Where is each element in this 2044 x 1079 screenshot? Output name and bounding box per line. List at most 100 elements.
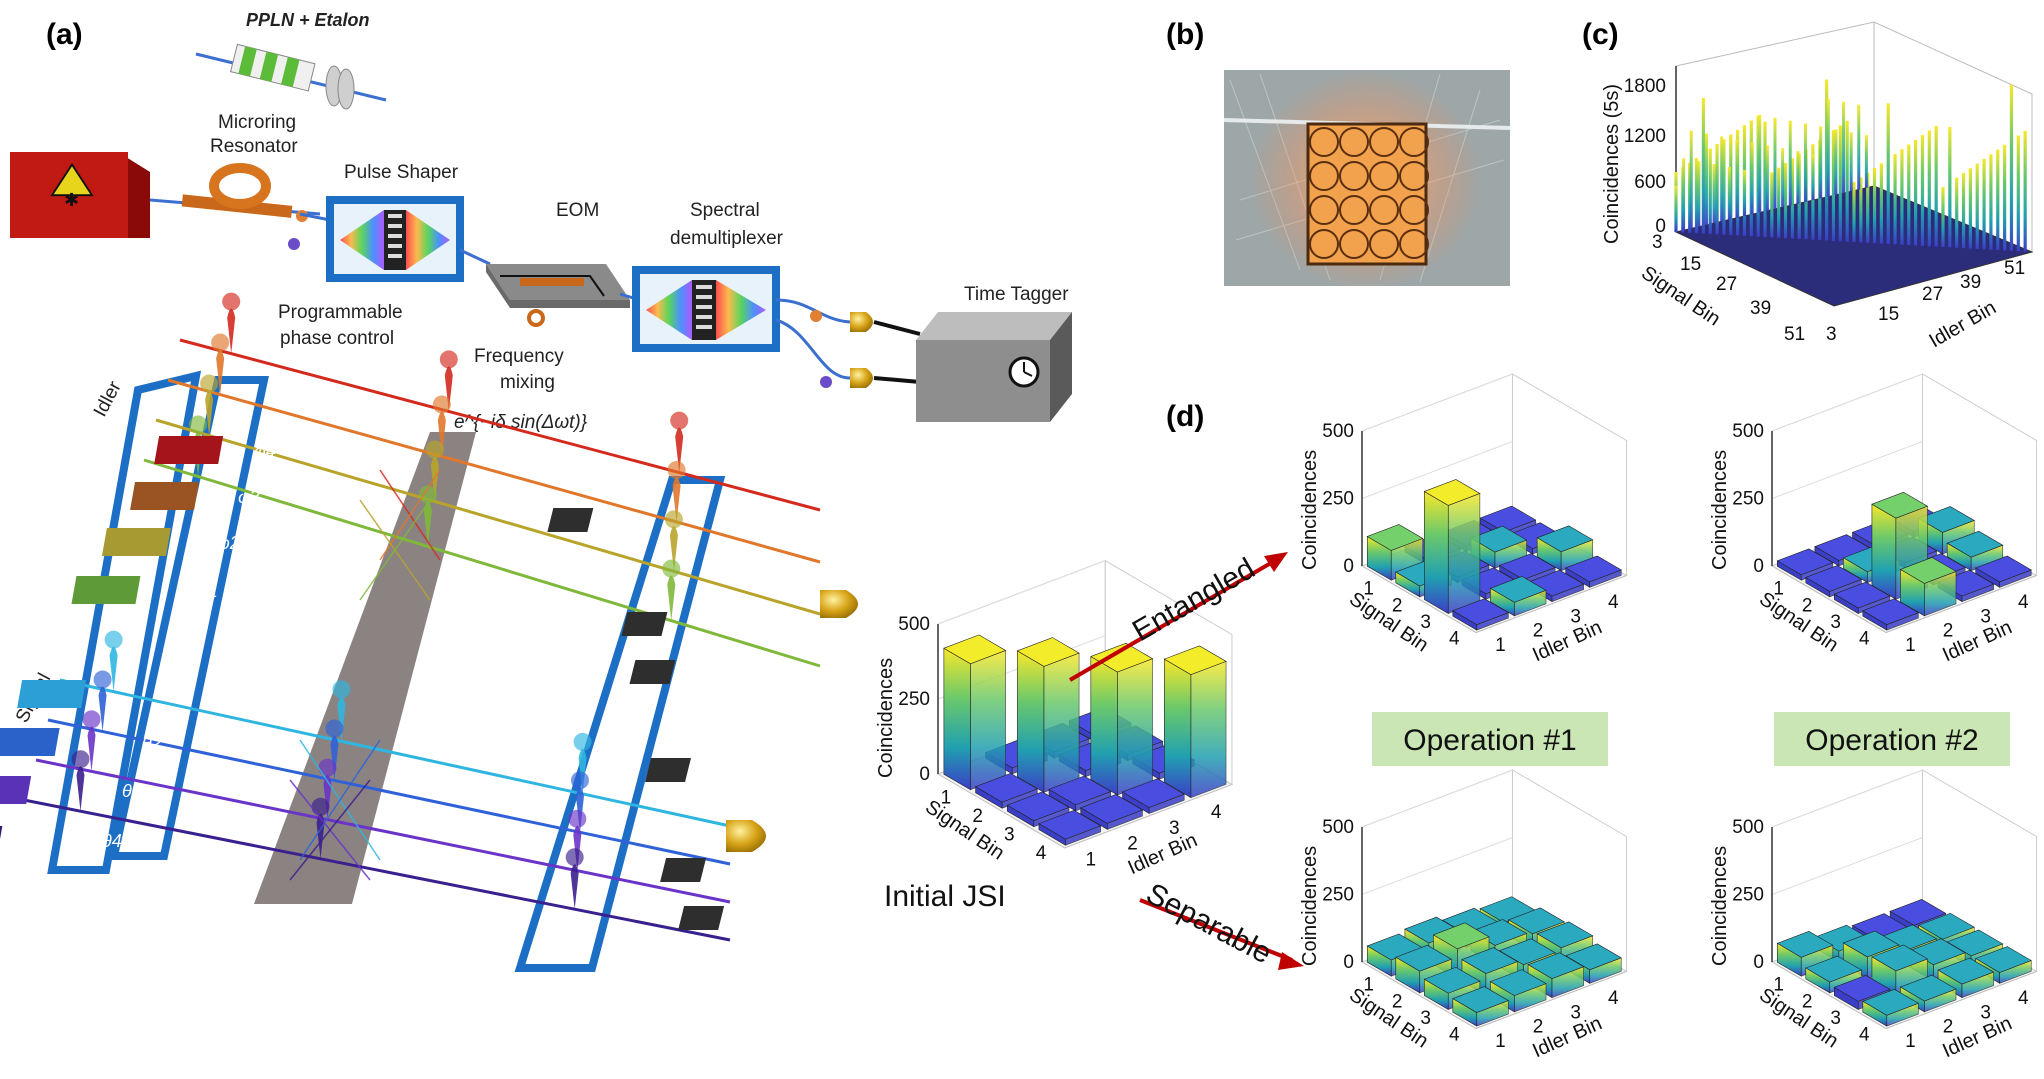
jsi-bar	[1879, 163, 1883, 244]
signal-tick: 1	[1773, 975, 1784, 996]
ppln-label: PPLN + Etalon	[246, 10, 370, 30]
ring-resonator	[1369, 195, 1399, 225]
ring-resonator	[1399, 195, 1429, 225]
c-xtick: 3	[1652, 232, 1663, 253]
frequency-line	[167, 378, 821, 564]
jsi-bar	[1758, 114, 1762, 213]
frequency-bin-marker	[418, 485, 437, 504]
jsi-bar-top	[1090, 642, 1154, 673]
jsi-bar	[1842, 101, 1846, 194]
jsi-bar-top	[1527, 952, 1585, 979]
jsi-bar	[1720, 136, 1724, 222]
laser-source: ✱	[10, 152, 150, 238]
jsi-bar-top	[1946, 929, 2004, 957]
chart-c-jsi-3d: 1800 1200 600 0 Coincidences (5s) 3 15 2…	[1601, 21, 2034, 352]
jsi-bar	[1688, 162, 1692, 233]
time-tagger-box	[916, 312, 1072, 422]
frequency-bin-marker	[109, 646, 118, 692]
grid-line	[937, 560, 1106, 625]
jsi-bar	[1811, 154, 1815, 201]
signal-tick: 3	[1420, 612, 1431, 633]
jsi-bar	[2009, 84, 2014, 251]
ppln-crystal	[230, 43, 316, 92]
frequency-bin-marker	[98, 686, 107, 732]
frequency-bin-marker	[568, 809, 587, 828]
frequency-bin-marker	[325, 719, 344, 738]
c-xtick: 51	[1784, 324, 1805, 345]
panel-label-b: (b)	[1166, 18, 1204, 51]
jsi-bar	[1920, 135, 1925, 246]
c-ytick: 1800	[1624, 76, 1666, 97]
idler-tick: 4	[1211, 802, 1222, 823]
jsi-bar-top	[1498, 938, 1556, 966]
ring-resonator	[1339, 127, 1369, 157]
op2-box	[1774, 712, 2010, 766]
phase-chip-label: θ3	[122, 781, 142, 801]
op1-box	[1372, 712, 1608, 766]
jsi-bar	[1859, 177, 1863, 243]
jsi-bar-top	[1833, 975, 1891, 1002]
etalon-2	[337, 68, 355, 110]
cable	[873, 376, 921, 384]
jsi-bar-top	[1006, 791, 1070, 822]
jsi-bar	[1694, 157, 1699, 234]
phase-chip	[0, 776, 32, 804]
jsi-bar-top	[1899, 557, 1957, 584]
arrow-entangled	[1068, 558, 1278, 682]
jsi-bar	[1872, 167, 1877, 244]
jsi-bar-top	[1536, 921, 1594, 949]
idler-tick: 3	[1570, 606, 1581, 627]
ytick: 500	[898, 614, 930, 635]
frequency-bin-marker	[664, 510, 683, 529]
jsi-bar	[1838, 125, 1842, 242]
microring-resonator	[181, 163, 293, 218]
jsi-bar	[1743, 169, 1747, 217]
phase-control-label-2: phase control	[280, 328, 394, 349]
demux-label-2: demultiplexer	[670, 228, 784, 249]
ylabel: Coincidences	[875, 658, 897, 778]
idler-label: Idler	[90, 377, 126, 420]
c-ytick: 600	[1634, 172, 1666, 193]
idler-tick: 1	[1905, 1031, 1916, 1052]
output-blocks	[547, 508, 725, 930]
time-tagger-label: Time Tagger	[964, 284, 1069, 305]
jsi-bar	[1831, 130, 1836, 241]
jsi-bar	[1796, 151, 1800, 204]
jsi-bar	[1756, 115, 1760, 237]
frequency-bin-marker	[104, 630, 123, 649]
arrow-separable	[1139, 898, 1293, 962]
ring-resonator	[1339, 229, 1369, 259]
jsi-bar	[1708, 148, 1712, 234]
jsi-bar	[1961, 172, 1966, 249]
ytick: 0	[1753, 556, 1764, 577]
panel-b: (b)	[1166, 18, 1511, 290]
frequency-bin-marker	[667, 575, 676, 621]
frequency-bin-marker	[573, 825, 582, 871]
phase-chip-label: θ4	[102, 831, 122, 851]
c-ztick: 27	[1922, 284, 1943, 305]
signal-tick: 4	[1036, 843, 1047, 864]
phase-chip	[0, 728, 60, 756]
frequency-bin-marker	[87, 726, 96, 772]
frequency-bin-marker	[675, 427, 684, 473]
frame-phase	[109, 376, 269, 860]
jsi-bar-top	[1470, 525, 1528, 553]
jsi-bar	[943, 647, 971, 791]
jsi-bar-top	[1489, 576, 1547, 603]
ring-resonator	[1399, 127, 1429, 157]
jsi-bar	[2016, 135, 2020, 252]
phase-chip-label: φ2	[218, 533, 240, 553]
jsi-bar	[1826, 98, 1830, 197]
frequency-bin-marker	[437, 411, 446, 457]
mixing-line	[289, 779, 371, 881]
phase-control-label-1: Programmable	[278, 302, 403, 323]
ytick: 250	[1322, 885, 1354, 906]
jsi-bar-top	[1395, 944, 1453, 972]
frequency-line	[143, 458, 821, 668]
pulse-shaper-label: Pulse Shaper	[344, 162, 459, 183]
photon-dot	[810, 310, 822, 322]
jsi-bar-top	[1080, 794, 1144, 824]
ring-resonator	[1369, 229, 1399, 259]
frequency-bin-marker	[93, 670, 112, 689]
